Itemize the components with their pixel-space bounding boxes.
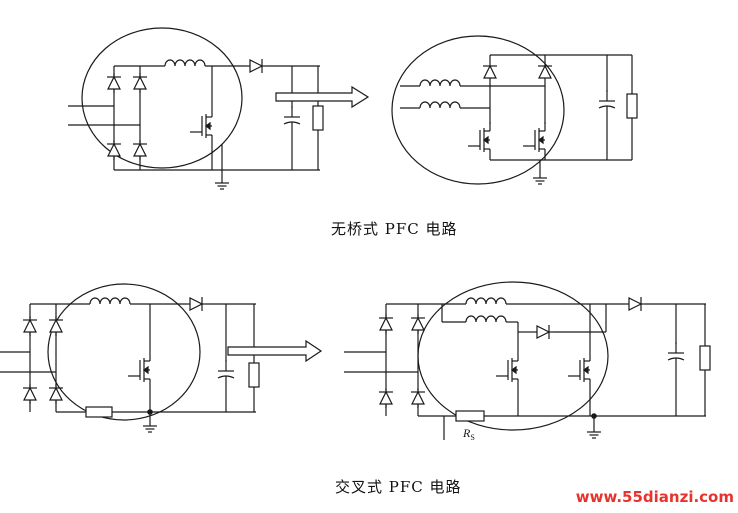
phase-inductor xyxy=(465,315,507,323)
rectifier-diode xyxy=(482,61,498,83)
ground-icon xyxy=(214,176,230,190)
caption-bridgeless: 无桥式 PFC 电路 xyxy=(331,220,458,238)
ground-icon xyxy=(586,425,602,439)
transform-arrow xyxy=(227,339,323,363)
load-resistor xyxy=(248,362,260,388)
transform-arrow xyxy=(275,85,370,109)
sense-resistor xyxy=(85,406,113,418)
output-capacitor xyxy=(283,105,301,135)
output-capacitor xyxy=(598,89,616,119)
bottom-left-circuit xyxy=(0,283,260,433)
switch-mosfet xyxy=(567,351,591,389)
load-resistor xyxy=(312,105,324,131)
bridge-diode xyxy=(22,315,38,337)
bridge-diode xyxy=(410,313,426,335)
caption-interleaved: 交叉式 PFC 电路 xyxy=(335,478,462,496)
switch-mosfet xyxy=(495,351,519,389)
highlight-ellipse xyxy=(391,35,565,185)
bridge-diode xyxy=(22,383,38,405)
load-resistor xyxy=(699,345,711,371)
bridge-diode xyxy=(106,72,122,94)
input-inductor xyxy=(419,101,461,109)
output-capacitor xyxy=(667,341,685,371)
boost-inductor xyxy=(164,59,206,67)
switch-mosfet xyxy=(189,107,213,145)
input-inductor xyxy=(419,79,461,87)
sense-resistor xyxy=(455,410,485,422)
switch-mosfet xyxy=(522,121,546,159)
rectifier-diode xyxy=(537,61,553,83)
sense-resistor-label: RS xyxy=(462,426,475,442)
watermark: www.55dianzi.com xyxy=(575,488,734,506)
boost-inductor xyxy=(89,297,131,305)
bridge-diode xyxy=(48,383,64,405)
bridge-diode xyxy=(410,387,426,409)
output-diode xyxy=(624,296,646,312)
highlight-ellipse xyxy=(47,283,201,421)
bridge-diode xyxy=(132,72,148,94)
top-left-circuit xyxy=(68,27,324,190)
output-capacitor xyxy=(217,359,235,389)
bridge-diode xyxy=(378,387,394,409)
ground-icon xyxy=(532,171,548,185)
bottom-right-circuit: RS xyxy=(344,281,711,442)
phase-diode xyxy=(532,324,554,340)
top-right-circuit xyxy=(391,35,638,185)
boost-diode xyxy=(185,296,207,312)
switch-mosfet xyxy=(127,351,151,389)
ground-icon xyxy=(142,419,158,433)
phase-inductor xyxy=(465,297,507,305)
switch-mosfet xyxy=(467,121,491,159)
load-resistor xyxy=(626,93,638,119)
bridge-diode xyxy=(378,313,394,335)
highlight-ellipse xyxy=(81,27,243,169)
bridge-diode xyxy=(132,139,148,161)
boost-diode xyxy=(245,58,267,74)
